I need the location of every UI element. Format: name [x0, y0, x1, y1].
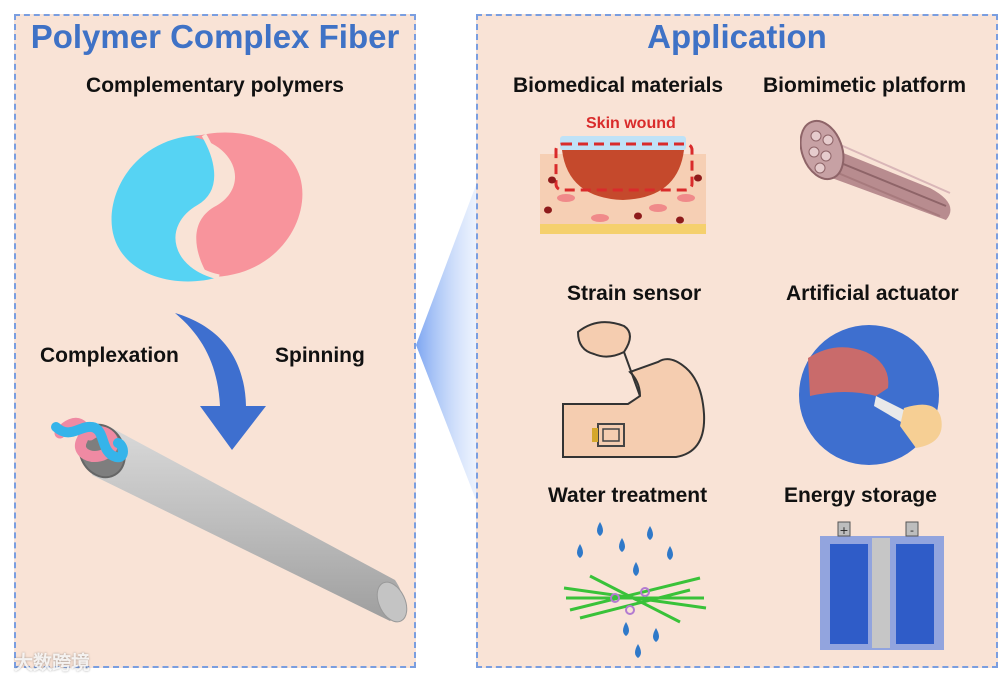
biomedical-materials-label: Biomedical materials [513, 74, 724, 97]
complementary-polymers-label: Complementary polymers [86, 74, 344, 97]
energy-storage-label: Energy storage [784, 484, 937, 507]
left-panel-title: Polymer Complex Fiber [30, 18, 400, 55]
right-panel-title: Application [647, 18, 827, 55]
battery-cell-icon: + - [820, 521, 944, 650]
polymer-fiber-tube-icon [51, 417, 408, 623]
water-treatment-label: Water treatment [548, 484, 708, 507]
complementary-polymers-icon [111, 132, 303, 282]
flexed-arm-icon [562, 321, 706, 458]
watermark-text: 大数跨境 [14, 653, 91, 674]
complexation-label: Complexation [40, 344, 179, 367]
artificial-actuator-label: Artificial actuator [786, 282, 959, 305]
spinning-label: Spinning [275, 344, 365, 367]
svg-text:+: + [839, 524, 848, 537]
filter-mesh-icon [563, 522, 707, 658]
fiber-bundle-icon [800, 119, 951, 220]
skin-wound-label: Skin wound [586, 115, 676, 132]
strain-sensor-label: Strain sensor [567, 282, 702, 305]
svg-text:-: - [910, 524, 914, 537]
curved-down-arrow-icon [175, 313, 266, 450]
muscle-tendon-icon [799, 325, 942, 465]
biomimetic-platform-label: Biomimetic platform [763, 74, 967, 97]
skin-wound-icon [540, 136, 706, 234]
